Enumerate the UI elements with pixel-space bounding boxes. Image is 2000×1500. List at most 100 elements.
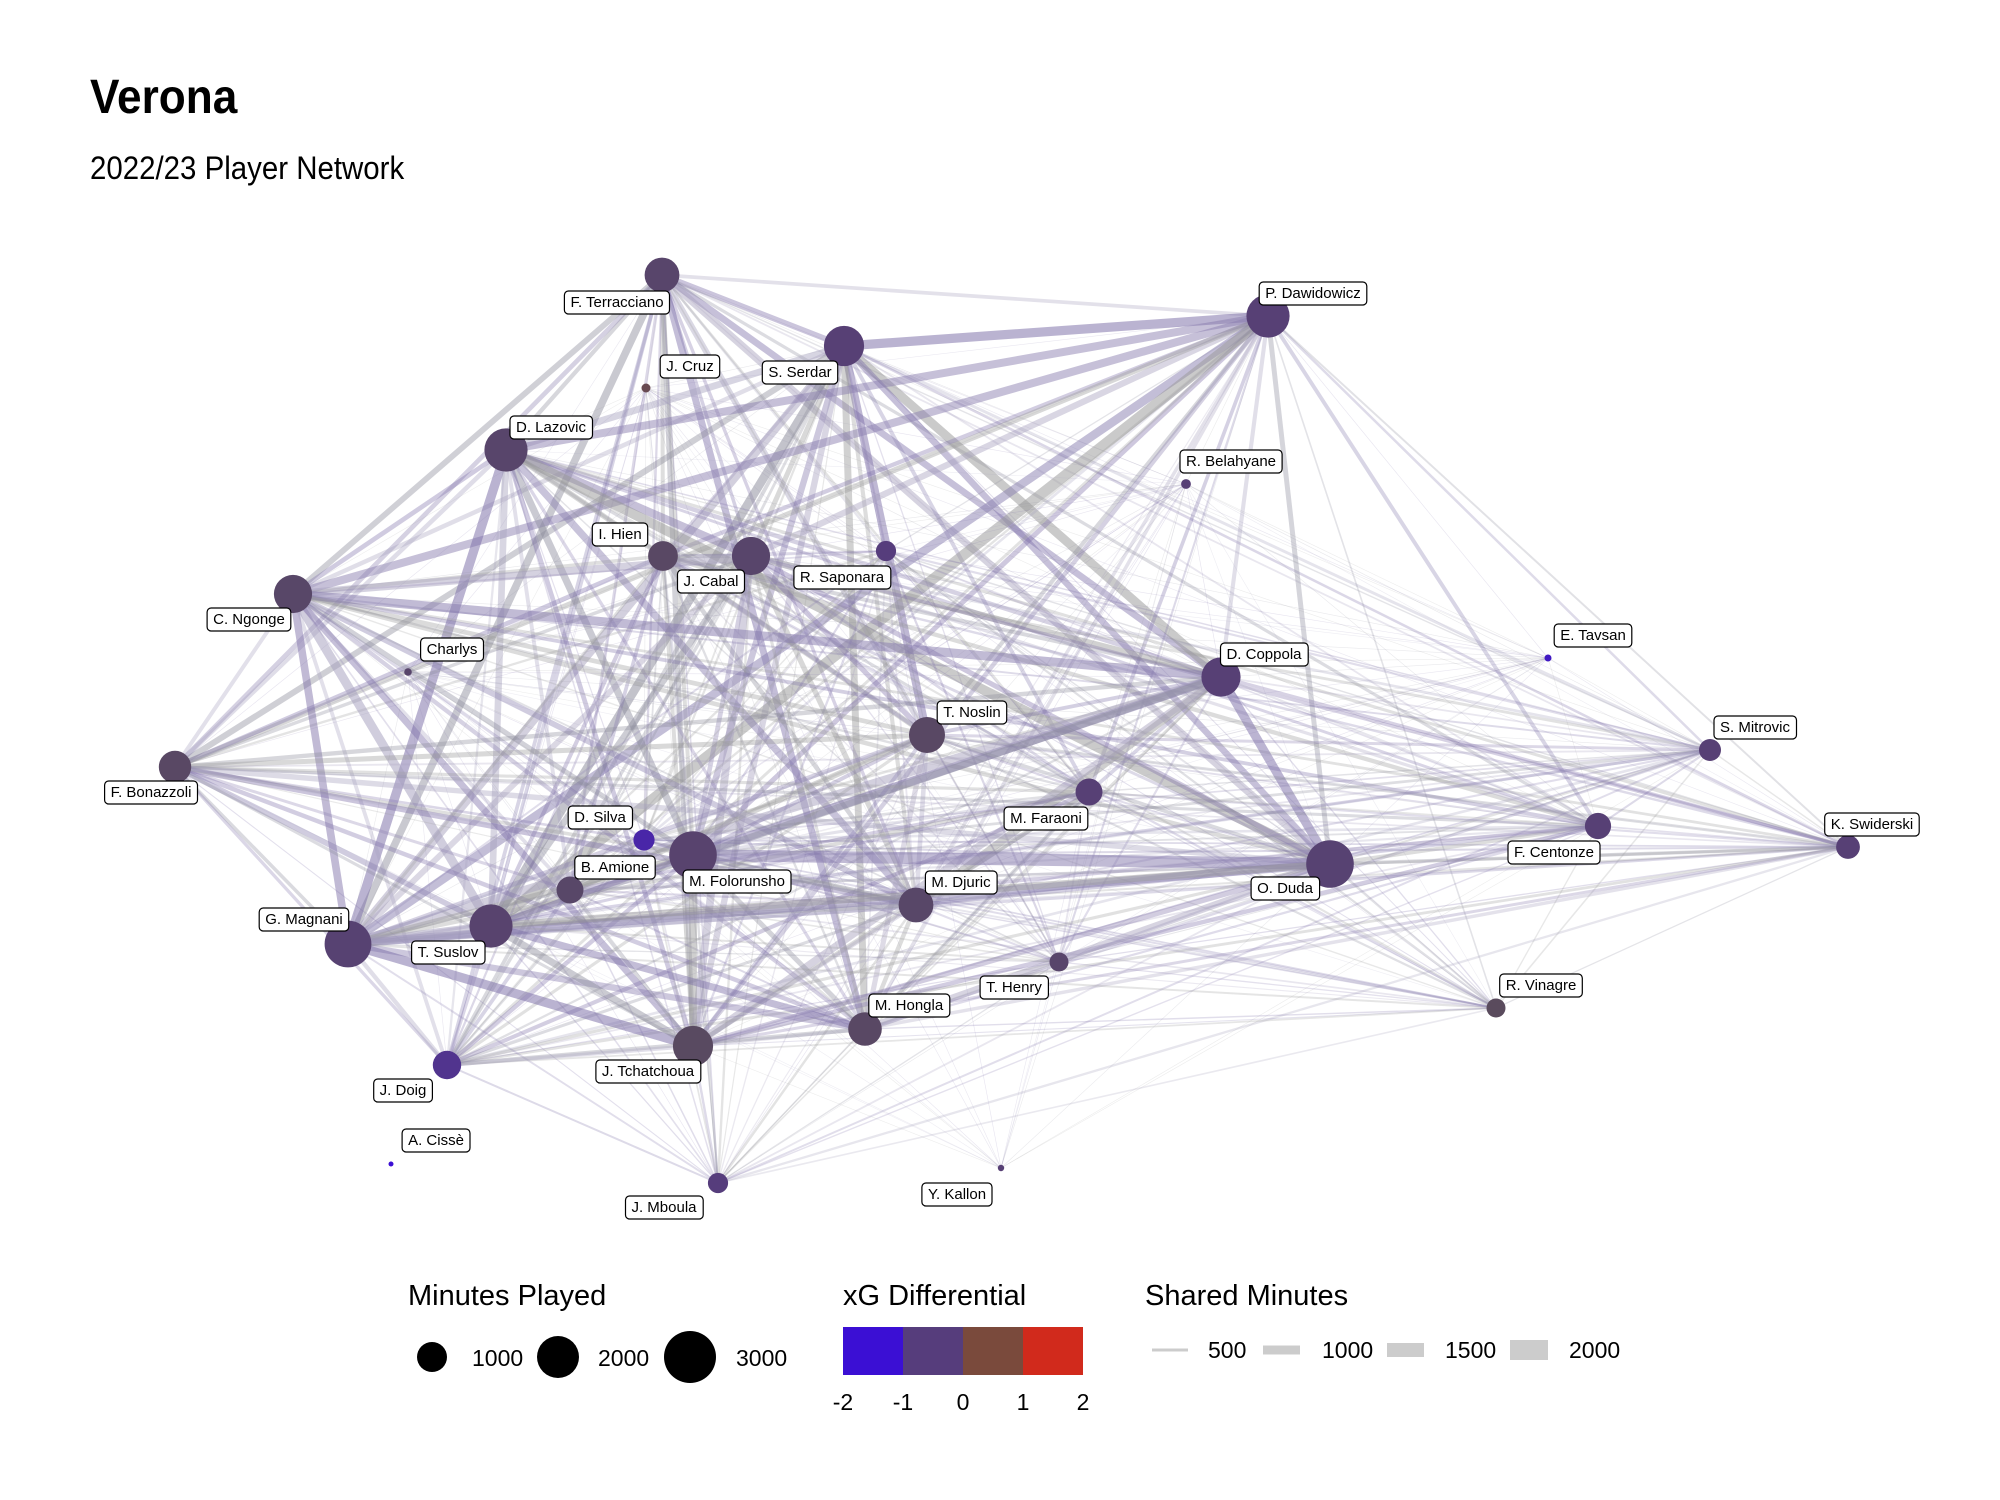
edge-15-27 — [174, 764, 866, 1032]
node-label-text-m-hongla: M. Hongla — [875, 997, 944, 1014]
node-label-box-r-saponara — [793, 565, 892, 590]
edge-12-13 — [926, 675, 1222, 737]
edge-3-29 — [691, 314, 1270, 1048]
node-label-box-m-faraoni — [1003, 806, 1089, 831]
edge-22-32 — [716, 904, 918, 1184]
edge-19-21 — [692, 825, 1599, 856]
node-label-box-f-terracciano — [563, 290, 671, 315]
edge-12-27 — [863, 675, 1223, 1031]
edge-5-9 — [292, 483, 1187, 595]
edge-13-18 — [926, 733, 1849, 849]
edge-8-9 — [292, 550, 887, 595]
node-r-saponara — [875, 540, 897, 562]
edge-5-22 — [915, 483, 1187, 906]
node-label-text-m-faraoni: M. Faraoni — [1010, 810, 1082, 827]
edge-7-20 — [569, 555, 752, 891]
edge-29-33 — [692, 1045, 1002, 1169]
node-m-hongla — [848, 1012, 882, 1046]
edge-5-32 — [717, 483, 1187, 1184]
node-label-o-duda: O. Duda — [1250, 876, 1321, 901]
edge-14-19 — [1597, 749, 1711, 827]
edge-10-14 — [407, 671, 1711, 751]
edge-13-15 — [174, 732, 928, 770]
node-label-text-j-tchatchoua: J. Tchatchoua — [602, 1063, 695, 1080]
edge-10-22 — [407, 671, 917, 906]
node-label-box-j-mboula — [624, 1195, 704, 1220]
edge-2-21 — [689, 345, 848, 856]
node-label-text-charlys: Charlys — [427, 641, 478, 658]
edge-0-15 — [173, 273, 664, 769]
edge-6-17 — [643, 555, 664, 841]
edge-7-25 — [488, 554, 754, 928]
edge-8-17 — [643, 550, 887, 841]
edge-5-18 — [1185, 483, 1849, 848]
edge-1-26 — [645, 387, 1060, 963]
node-label-text-f-bonazzoli: F. Bonazzoli — [111, 784, 192, 801]
node-label-g-magnani: G. Magnani — [258, 907, 350, 932]
edge-4-23 — [503, 445, 1333, 869]
edge-0-2 — [660, 272, 846, 349]
node-label-d-lazovic: D. Lazovic — [509, 415, 594, 440]
edge-16-29 — [691, 790, 1091, 1048]
edge-4-22 — [503, 447, 919, 908]
edge-3-18 — [1267, 315, 1849, 848]
edge-2-15 — [173, 343, 846, 770]
edge-14-32 — [717, 749, 1711, 1184]
edge-13-32 — [717, 734, 928, 1184]
edge-3-12 — [1218, 315, 1271, 678]
node-label-text-c-ngonge: C. Ngonge — [213, 611, 285, 628]
legend-xg-tick-2: 2 — [1077, 1389, 1090, 1415]
edge-15-29 — [174, 765, 694, 1048]
edge-25-27 — [490, 922, 866, 1033]
node-label-text-d-coppola: D. Coppola — [1226, 646, 1302, 663]
edge-6-9 — [292, 554, 664, 596]
node-label-text-j-doig: J. Doig — [380, 1082, 427, 1099]
edge-14-22 — [915, 748, 1711, 907]
legend-xg-title: xG Differential — [843, 1280, 1026, 1312]
edge-3-24 — [345, 312, 1271, 948]
node-label-f-centonze: F. Centonze — [1507, 840, 1601, 865]
edge-26-27 — [864, 961, 1060, 1030]
edge-9-10 — [292, 593, 409, 673]
node-label-box-d-lazovic — [509, 415, 594, 440]
edge-5-23 — [1185, 483, 1331, 865]
edge-11-24 — [347, 657, 1549, 945]
node-j-tchatchoua — [672, 1025, 714, 1067]
edge-0-8 — [661, 274, 887, 552]
edge-6-29 — [660, 555, 696, 1047]
node-f-centonze — [1584, 812, 1612, 840]
edge-6-20 — [568, 555, 665, 891]
edge-26-28 — [1058, 961, 1497, 1009]
node-label-text-s-mitrovic: S. Mitrovic — [1720, 719, 1791, 736]
edge-6-12 — [662, 554, 1222, 679]
node-label-text-o-duda: O. Duda — [1257, 880, 1314, 897]
edge-15-23 — [174, 764, 1331, 867]
edge-15-22 — [174, 764, 917, 908]
edge-3-21 — [691, 314, 1270, 857]
edge-12-28 — [1220, 676, 1497, 1009]
node-label-box-m-djuric — [924, 870, 998, 895]
edge-2-20 — [568, 345, 846, 891]
edge-4-15 — [173, 448, 508, 769]
node-label-box-r-belahyane — [1179, 449, 1283, 474]
edge-17-28 — [643, 839, 1497, 1009]
node-label-text-f-centonze: F. Centonze — [1514, 844, 1594, 861]
edge-13-14 — [926, 733, 1711, 752]
edge-16-30 — [446, 790, 1090, 1067]
edge-10-20 — [407, 671, 571, 891]
node-label-d-silva: D. Silva — [567, 805, 634, 830]
edge-1-27 — [645, 387, 866, 1030]
edge-3-22 — [914, 315, 1270, 906]
edge-20-32 — [569, 889, 719, 1184]
node-label-box-e-tavsan — [1553, 623, 1633, 648]
node-label-text-g-magnani: G. Magnani — [265, 911, 343, 928]
edge-2-5 — [843, 345, 1187, 485]
edge-14-21 — [692, 748, 1711, 857]
edge-14-24 — [347, 748, 1711, 946]
edge-13-19 — [926, 734, 1599, 827]
edge-25-28 — [490, 925, 1497, 1009]
node-label-s-serdar: S. Serdar — [761, 360, 839, 385]
edge-4-14 — [505, 449, 1711, 751]
node-label-box-m-folorunsho — [682, 869, 792, 894]
